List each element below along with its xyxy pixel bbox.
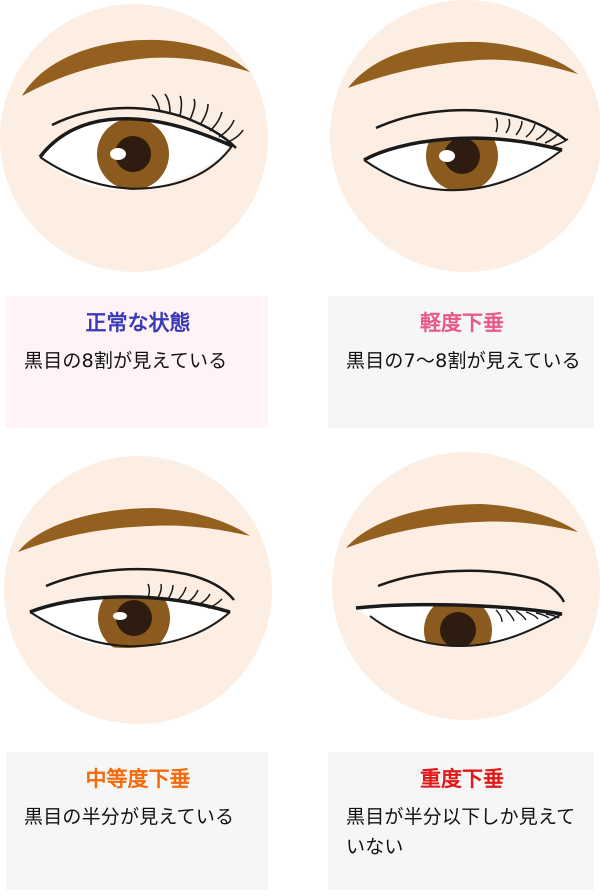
eye-icon [424,604,492,646]
panel-severe-ptosis: 重度下垂 黒目が半分以下しか見えていない [300,448,600,896]
card-description: 黒目が半分以下しか見えていない [346,806,576,858]
eye-icon [426,138,498,190]
eye-icon [97,118,169,190]
card-title: 中等度下垂 [85,767,191,791]
description-card: 正常な状態 黒目の8割が見えている [6,296,268,428]
eye-illustration-severe [332,452,600,720]
card-title: 重度下垂 [420,767,504,791]
face-circle [4,456,272,724]
card-description: 黒目の半分が見えている [24,806,235,828]
eye-illustration-moderate [4,456,272,724]
card-title: 軽度下垂 [420,311,504,335]
card-title: 正常な状態 [85,311,191,335]
card-description: 黒目の8割が見えている [24,350,228,372]
eye-icon [98,596,170,648]
eyebrow-icon [22,39,250,96]
eye-illustration-mild [330,0,600,272]
panel-mild-ptosis: 軽度下垂 黒目の7〜8割が見えている [300,0,600,448]
panel-moderate-ptosis: 中等度下垂 黒目の半分が見えている [0,448,300,896]
description-card: 軽度下垂 黒目の7〜8割が見えている [328,296,594,428]
description-card: 重度下垂 黒目が半分以下しか見えていない [328,752,594,890]
eyebrow-icon [346,504,578,548]
panel-normal: 正常な状態 黒目の8割が見えている [0,0,300,448]
eyebrow-icon [348,41,578,88]
description-card: 中等度下垂 黒目の半分が見えている [6,752,268,890]
face-circle [332,452,600,720]
eye-illustration-normal [0,4,268,272]
eyebrow-icon [18,508,250,552]
card-description: 黒目の7〜8割が見えている [346,350,581,372]
